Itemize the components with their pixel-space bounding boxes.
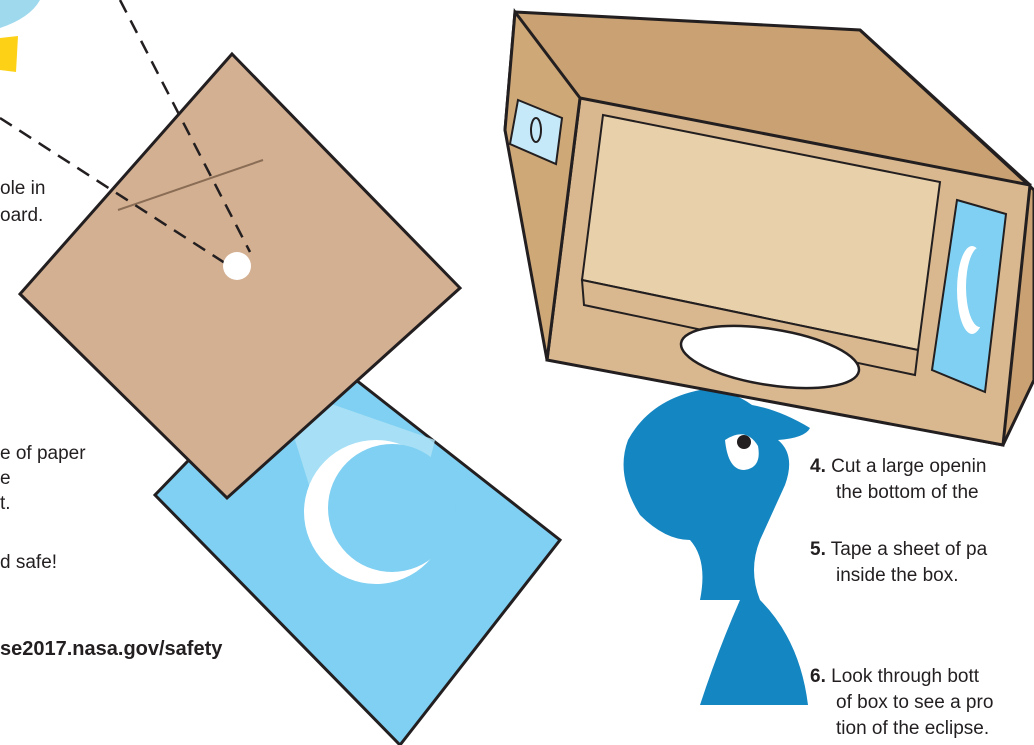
paper-text-line2: e <box>0 467 11 490</box>
paper-text-line3: t. <box>0 492 11 515</box>
step-4-number: 4. <box>810 456 826 477</box>
hole-text-line2: oard. <box>0 204 43 227</box>
step-6: 6. Look through bott <box>810 665 979 688</box>
step-4-line1: Cut a large openin <box>831 456 986 477</box>
step-5: 5. Tape a sheet of pa <box>810 538 987 561</box>
step-5-number: 5. <box>810 539 826 560</box>
paper-text-line1: e of paper <box>0 442 86 465</box>
step-5-line2: inside the box. <box>836 564 959 587</box>
step-4-line2: the bottom of the <box>836 481 979 504</box>
sun-icon <box>0 0 40 72</box>
pinhole <box>223 252 251 280</box>
step-6-number: 6. <box>810 666 826 687</box>
safety-url[interactable]: se2017.nasa.gov/safety <box>0 638 222 661</box>
step-6-line1: Look through bott <box>831 666 979 687</box>
step-6-line3: tion of the eclipse. <box>836 717 989 740</box>
step-5-line1: Tape a sheet of pa <box>831 539 987 560</box>
safe-text: d safe! <box>0 551 57 574</box>
viewer-silhouette <box>624 390 810 705</box>
cereal-box <box>505 12 1034 445</box>
step-6-line2: of box to see a pro <box>836 691 993 714</box>
hole-text-line1: ole in <box>0 177 45 200</box>
step-4: 4. Cut a large openin <box>810 455 986 478</box>
